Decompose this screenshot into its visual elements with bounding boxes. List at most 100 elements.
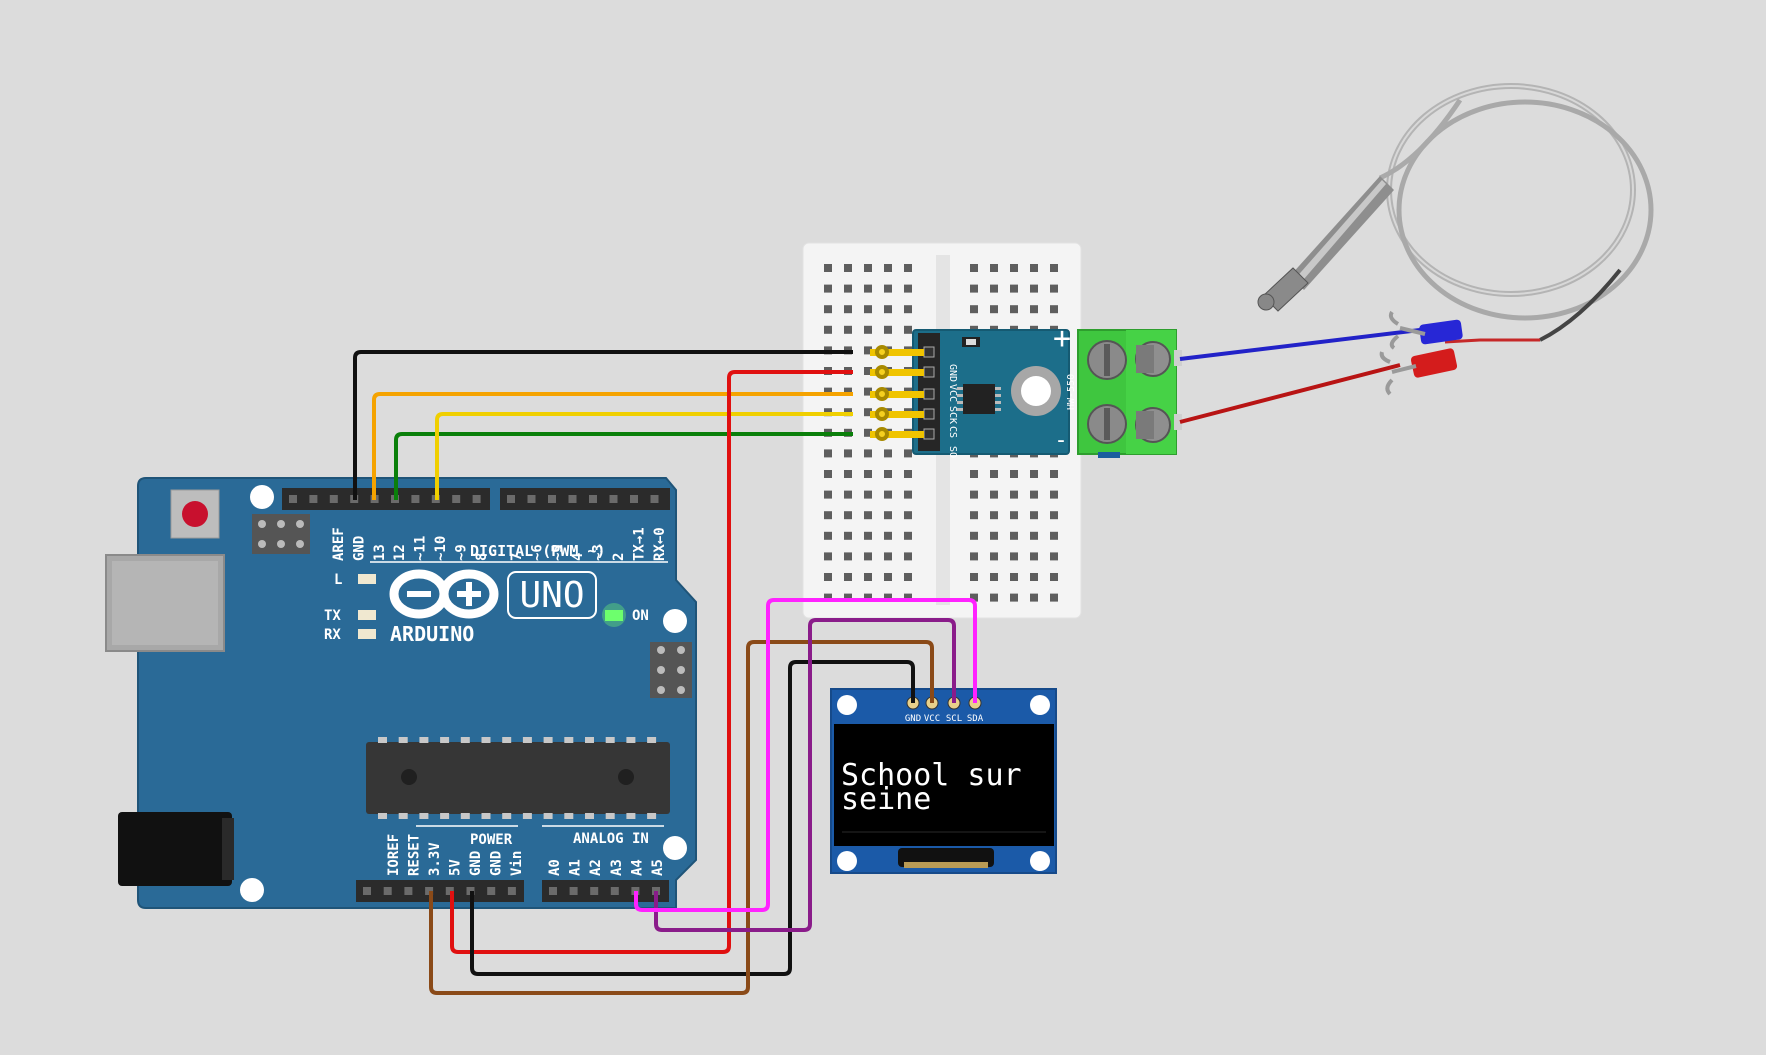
analog-pin-label: A2 <box>588 859 604 876</box>
header-socket[interactable] <box>289 495 297 503</box>
breadboard-hole <box>1050 552 1058 561</box>
breadboard-hole <box>864 531 872 540</box>
analog-pin-label: A4 <box>629 859 645 876</box>
header-socket[interactable] <box>329 495 338 503</box>
breadboard-hole <box>884 449 892 458</box>
breadboard-hole <box>990 573 998 581</box>
breadboard-hole <box>844 593 852 602</box>
lug-red <box>1379 348 1458 396</box>
breadboard-hole <box>824 449 832 458</box>
oled-mounting-hole <box>1030 851 1050 871</box>
mounting-hole <box>663 836 687 860</box>
header-socket[interactable] <box>610 887 619 895</box>
breadboard-hole <box>864 449 872 458</box>
breadboard-hole <box>904 552 912 561</box>
digital-pin-label: GND <box>351 536 367 561</box>
header-socket[interactable] <box>383 887 392 895</box>
breadboard-hole <box>864 470 872 478</box>
digital-pin-label: ~11 <box>413 536 429 561</box>
header-socket[interactable] <box>630 495 638 503</box>
oled-text-line2: seine <box>841 782 931 817</box>
breadboard-hole <box>1010 573 1018 581</box>
breadboard-hole <box>824 593 832 602</box>
breadboard-hole <box>990 305 998 314</box>
breadboard-hole <box>1010 470 1018 478</box>
module-pin-leg <box>870 391 924 398</box>
breadboard-hole <box>884 573 892 581</box>
header-socket[interactable] <box>549 887 557 895</box>
module-pin-leg <box>870 349 924 356</box>
header-socket[interactable] <box>507 495 515 503</box>
screw-terminal <box>1077 329 1182 458</box>
wire-purple-a5-to-scl <box>654 618 956 932</box>
breadboard-hole <box>824 470 832 478</box>
header-socket[interactable] <box>363 887 371 895</box>
reset-button[interactable] <box>170 489 220 539</box>
header-socket[interactable] <box>590 887 599 895</box>
header-socket[interactable] <box>527 495 536 503</box>
analog-pin-label: A1 <box>568 859 584 876</box>
breadboard-hole <box>970 490 978 499</box>
analog-header <box>542 880 669 902</box>
module-pin-hole <box>923 408 935 420</box>
header-socket[interactable] <box>507 887 516 895</box>
breadboard-hole <box>970 511 978 520</box>
arduino-logo <box>389 569 499 619</box>
breadboard-hole <box>824 264 832 272</box>
breadboard-hole <box>884 305 892 314</box>
breadboard-hole <box>970 593 978 602</box>
arduino-brand: ARDUINO <box>390 622 474 646</box>
breadboard-hole <box>990 552 998 561</box>
header-socket[interactable] <box>487 887 496 895</box>
breadboard-hole <box>1030 305 1038 314</box>
header-socket[interactable] <box>650 495 659 503</box>
breadboard-hole <box>1030 470 1038 478</box>
chip-leg <box>481 737 491 743</box>
breadboard-hole <box>904 305 912 314</box>
header-socket[interactable] <box>309 495 318 503</box>
oled-pin-label: VCC <box>924 714 940 724</box>
header-socket[interactable] <box>404 887 413 895</box>
header-socket[interactable] <box>569 887 578 895</box>
chip-leg <box>585 737 594 743</box>
breadboard-hole <box>1030 264 1038 272</box>
chip-leg <box>378 813 387 819</box>
header-socket[interactable] <box>568 495 577 503</box>
header-socket[interactable] <box>472 495 481 503</box>
breadboard-hole <box>884 264 892 272</box>
breadboard-hole <box>864 346 872 355</box>
header-socket[interactable] <box>548 495 556 503</box>
module-pin-label: GND <box>947 364 958 382</box>
header-socket[interactable] <box>411 495 420 503</box>
module-model: HW-550 <box>1066 374 1077 410</box>
led-on-label: ON <box>632 608 649 624</box>
mounting-hole <box>663 609 687 633</box>
chip-leg <box>522 813 532 819</box>
header-socket[interactable] <box>589 495 597 503</box>
breadboard-hole <box>844 305 852 314</box>
oled-mounting-hole <box>837 851 857 871</box>
breadboard-hole <box>970 531 978 540</box>
breadboard-hole <box>844 264 852 272</box>
breadboard-hole <box>844 387 852 396</box>
wire-red-5v-to-module <box>450 370 853 954</box>
header-socket[interactable] <box>452 495 461 503</box>
breadboard-hole <box>864 573 872 581</box>
chip-leg <box>398 813 408 819</box>
breadboard-hole <box>1010 490 1018 499</box>
digital-pin-label: ~10 <box>433 536 449 561</box>
module-pin-label: SO <box>947 446 958 458</box>
module-pin-leg <box>870 411 924 418</box>
header-socket[interactable] <box>609 495 618 503</box>
header-socket[interactable] <box>445 887 454 895</box>
oled-mounting-hole <box>837 695 857 715</box>
digital-pin-label: ~3 <box>591 544 607 561</box>
breadboard-hole <box>1030 490 1038 499</box>
mounting-hole <box>240 878 264 902</box>
oled-text-line1: School sur <box>841 758 1022 793</box>
breadboard-hole <box>990 531 998 540</box>
wire-thermo-red <box>1179 363 1401 424</box>
breadboard-hole <box>864 593 872 602</box>
